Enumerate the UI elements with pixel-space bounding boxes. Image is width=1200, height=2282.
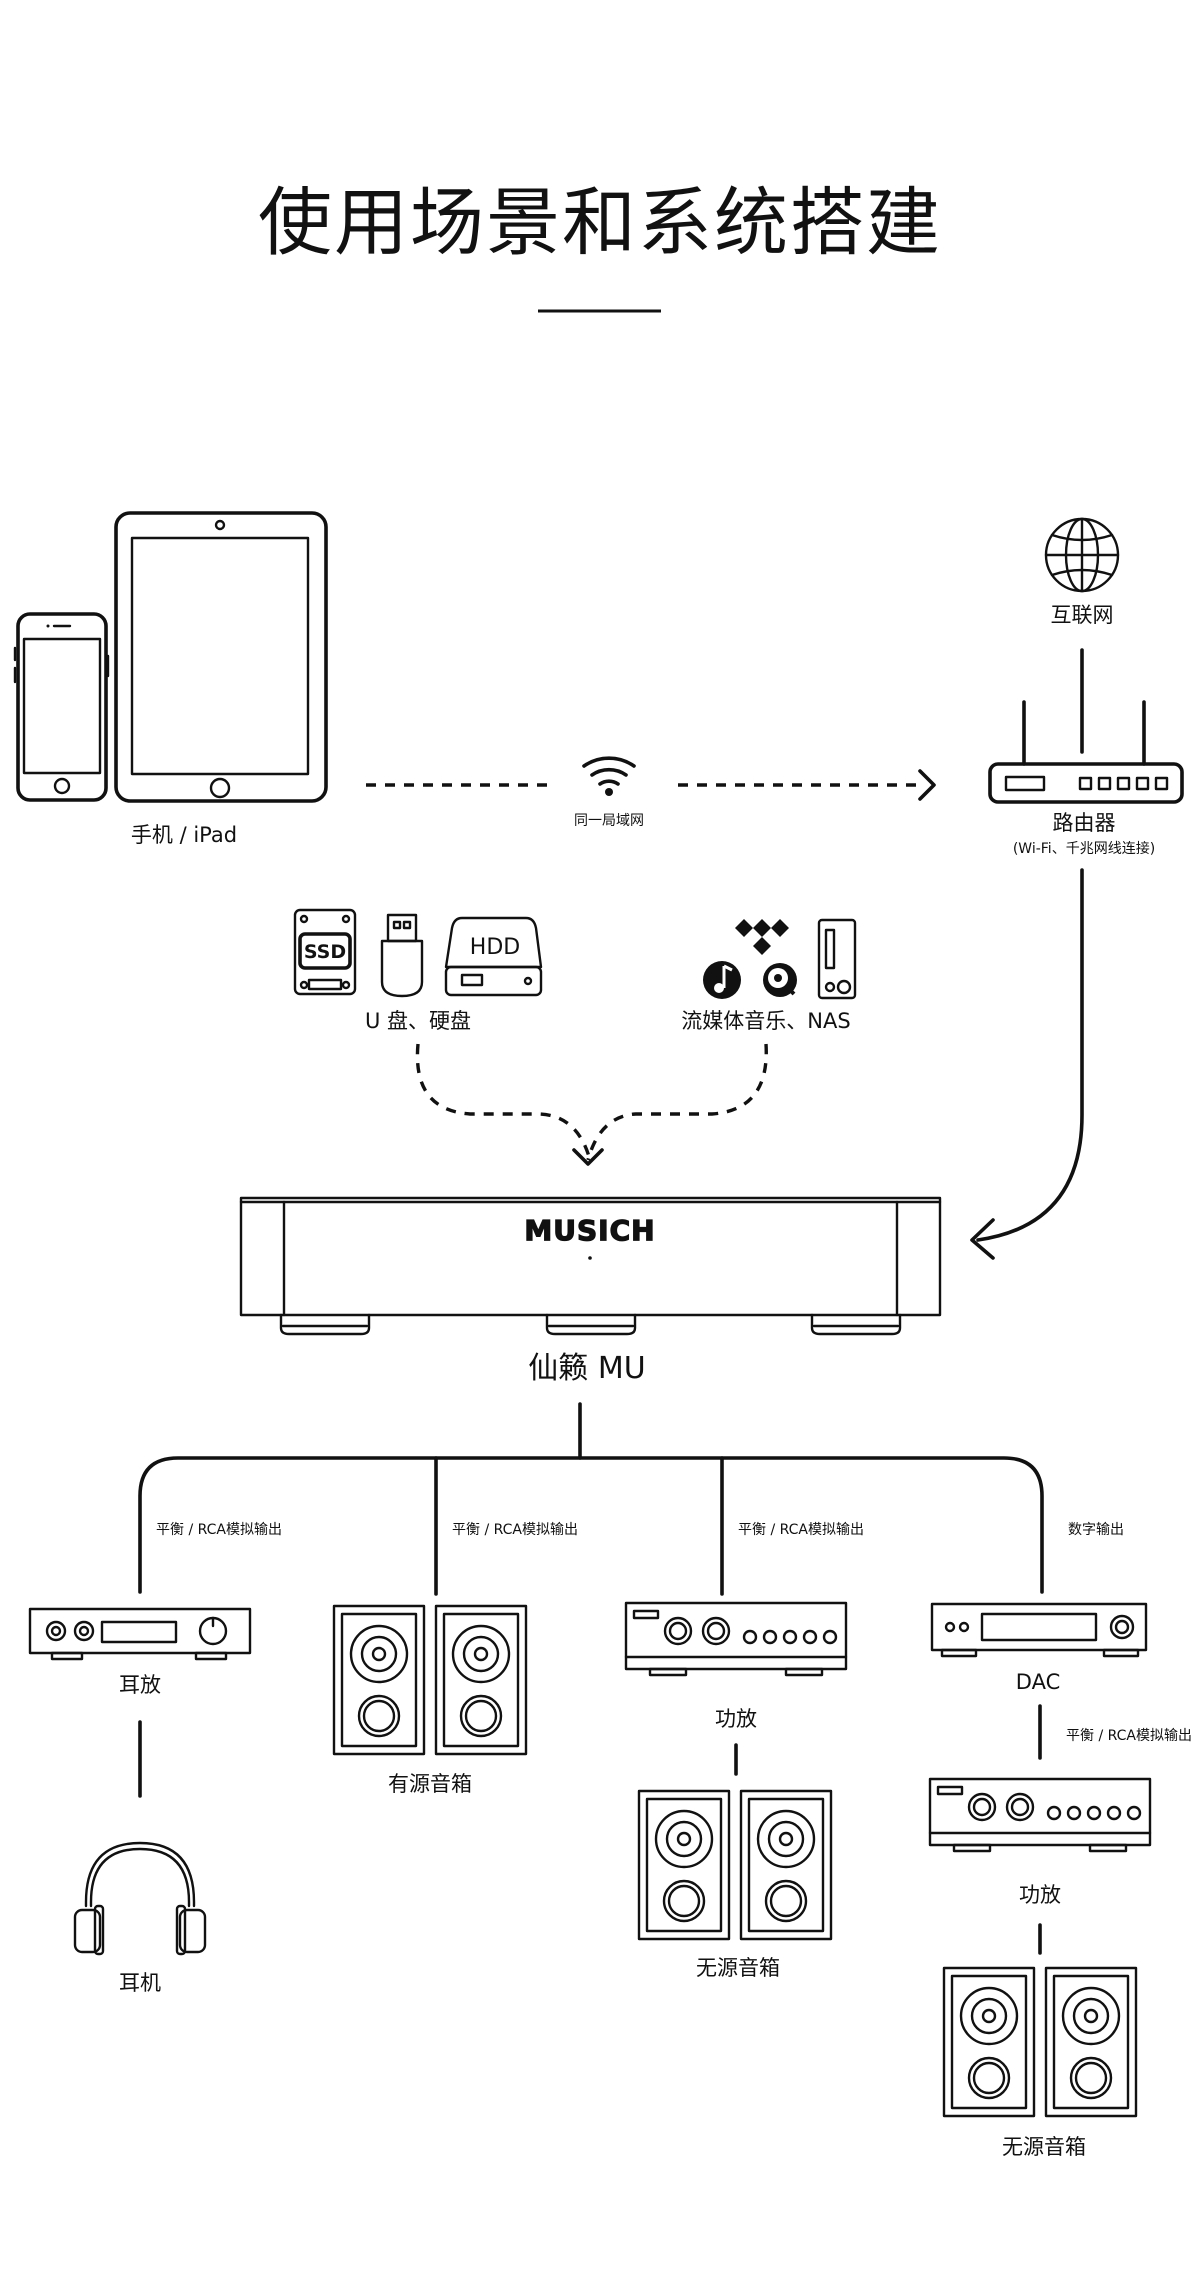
dac-icon	[930, 1602, 1148, 1658]
passive-speakers-label: 无源音箱	[696, 1956, 780, 1980]
internet-label: 互联网	[1051, 603, 1114, 627]
amplifier-label: 功放	[715, 1707, 757, 1731]
router-icon	[988, 700, 1184, 804]
output-bus	[138, 1456, 1044, 1594]
amplifier-2-icon	[928, 1777, 1152, 1853]
device-name: 仙籁 MU	[528, 1351, 645, 1386]
headphone-amp-icon	[28, 1607, 252, 1661]
page-title: 使用场景和系统搭建	[258, 180, 942, 266]
usb-drive-icon	[380, 913, 424, 998]
lan-arrow-head	[918, 769, 936, 801]
headphones-label: 耳机	[119, 1971, 161, 1995]
ssd-text: SSD	[304, 941, 346, 963]
lan-label: 同一局域网	[574, 813, 644, 829]
music-note-icon	[703, 961, 741, 999]
passive-speakers-2-icon	[942, 1966, 1138, 2118]
active-speakers-icon	[332, 1604, 528, 1756]
mobile-label: 手机 / iPad	[131, 823, 237, 847]
router-mu-link	[976, 868, 1084, 1242]
output-label-headphone-amp: 平衡 / RCA模拟输出	[156, 1522, 282, 1538]
active-speakers-label: 有源音箱	[388, 1772, 472, 1796]
router-mu-arrow-head	[970, 1218, 995, 1260]
passive-speakers-icon	[637, 1789, 833, 1941]
output-label-active-speakers: 平衡 / RCA模拟输出	[452, 1522, 578, 1538]
amplifier-2-label: 功放	[1019, 1883, 1061, 1907]
ssd-icon: SSD	[293, 908, 357, 996]
hdd-text: HDD	[470, 935, 520, 960]
output-label-dac: 数字输出	[1068, 1522, 1124, 1538]
router-sublabel: (Wi-Fi、千兆网线连接)	[1013, 840, 1155, 857]
brand-logo: MUSICH	[524, 1214, 655, 1247]
nas-icon	[817, 918, 857, 1000]
storage-label: U 盘、硬盘	[365, 1009, 471, 1033]
merge-arrow-head	[572, 1148, 604, 1166]
musich-mu-device: MUSICH	[239, 1196, 942, 1336]
dac-label: DAC	[1016, 1670, 1060, 1694]
hdd-icon: HDD	[444, 916, 543, 997]
tidal-icon	[735, 919, 789, 955]
cd-icon	[763, 963, 797, 997]
headphones-icon	[73, 1841, 207, 1956]
output-label-dac-analog: 平衡 / RCA模拟输出	[1066, 1728, 1192, 1744]
router-label: 路由器	[1053, 811, 1116, 835]
amplifier-icon	[624, 1601, 848, 1677]
output-label-amplifier: 平衡 / RCA模拟输出	[738, 1522, 864, 1538]
streaming-mu-link	[586, 1043, 768, 1161]
streaming-label: 流媒体音乐、NAS	[681, 1009, 850, 1033]
storage-mu-link	[415, 1043, 592, 1161]
globe-icon	[1044, 517, 1120, 593]
headphone-amp-label: 耳放	[119, 1673, 161, 1697]
iphone-icon	[13, 612, 110, 802]
wifi-icon	[582, 756, 636, 796]
ipad-icon	[114, 511, 328, 803]
passive-speakers-2-label: 无源音箱	[1002, 2135, 1086, 2159]
